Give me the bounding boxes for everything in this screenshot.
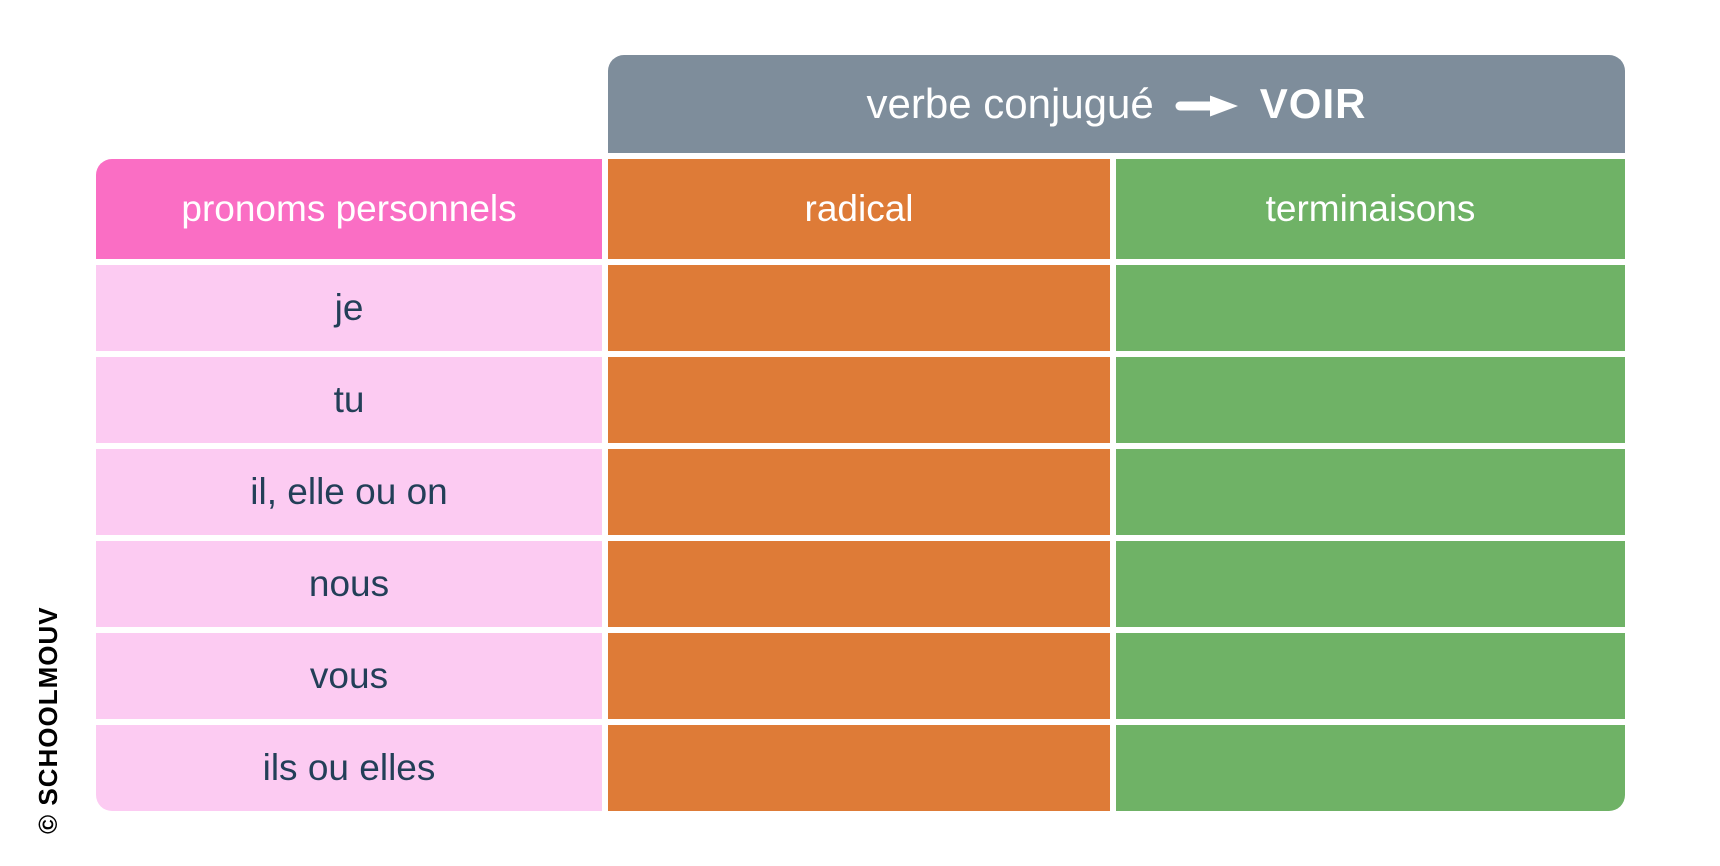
title-verb: VOIR — [1259, 80, 1367, 127]
radical-cell — [608, 357, 1110, 443]
radical-cell — [608, 725, 1110, 811]
pronoun-cell-tu: tu — [96, 357, 602, 443]
radical-cell — [608, 541, 1110, 627]
empty-corner-cell — [96, 55, 602, 153]
column-header-pronoms-personnels: pronoms personnels — [96, 159, 602, 259]
terminaison-cell — [1116, 725, 1625, 811]
right-arrow-icon — [1175, 95, 1238, 117]
schoolmouv-watermark: © SCHOOLMOUV — [33, 606, 63, 834]
conjugation-table: verbe conjugué VOIR pronoms personnels r… — [96, 55, 1625, 811]
terminaison-cell — [1116, 449, 1625, 535]
radical-cell — [608, 265, 1110, 351]
terminaison-cell — [1116, 633, 1625, 719]
table-title-bar: verbe conjugué VOIR — [608, 55, 1625, 153]
radical-cell — [608, 633, 1110, 719]
title-label: verbe conjugué — [866, 80, 1154, 127]
pronoun-cell-ils-elles: ils ou elles — [96, 725, 602, 811]
terminaison-cell — [1116, 357, 1625, 443]
pronoun-cell-nous: nous — [96, 541, 602, 627]
pronoun-cell-je: je — [96, 265, 602, 351]
column-header-terminaisons: terminaisons — [1116, 159, 1625, 259]
terminaison-cell — [1116, 265, 1625, 351]
column-header-radical: radical — [608, 159, 1110, 259]
pronoun-cell-il-elle-on: il, elle ou on — [96, 449, 602, 535]
pronoun-cell-vous: vous — [96, 633, 602, 719]
terminaison-cell — [1116, 541, 1625, 627]
radical-cell — [608, 449, 1110, 535]
